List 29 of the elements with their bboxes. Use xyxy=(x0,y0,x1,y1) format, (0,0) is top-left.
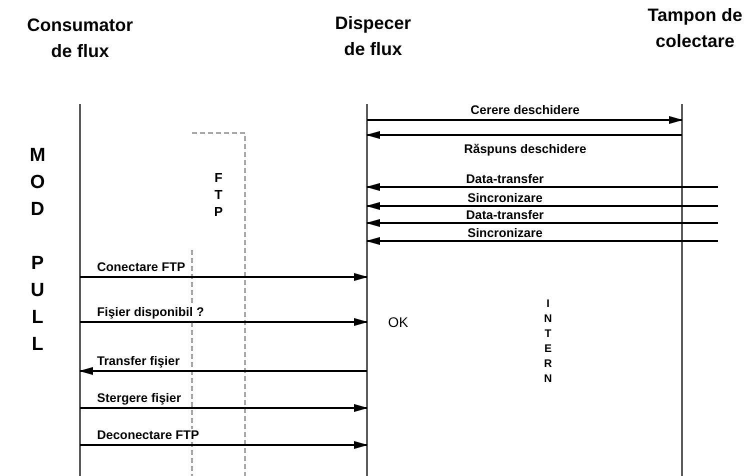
message-arrow xyxy=(80,318,368,326)
message-arrow xyxy=(80,273,368,281)
message-label: Deconectare FTP xyxy=(95,429,202,442)
message-arrow xyxy=(366,131,682,139)
message-label: Data-transfer xyxy=(464,173,546,186)
message-arrow xyxy=(80,404,368,412)
mode-label: MOD PULL xyxy=(26,145,48,361)
message-arrow xyxy=(79,367,367,375)
message-label: Cerere deschidere xyxy=(468,104,582,117)
participant-heading: Tampon de colectare xyxy=(646,4,744,53)
internal-label: INTERN xyxy=(542,298,554,388)
message-label: Sincronizare xyxy=(466,192,545,205)
message-label: Data-transfer xyxy=(464,209,546,222)
protocol-label: FTP xyxy=(211,170,226,221)
message-arrow xyxy=(366,183,718,191)
message-arrow xyxy=(366,219,718,227)
message-arrow xyxy=(367,116,683,124)
participant-heading: Dispecer de flux xyxy=(334,12,412,61)
message-label: Sincronizare xyxy=(466,227,545,240)
status-label: OK xyxy=(388,314,408,330)
participant-heading: Consumator de flux xyxy=(26,14,134,63)
message-label: Stergere fişier xyxy=(95,392,184,405)
message-label: Transfer fişier xyxy=(95,355,182,368)
message-arrow xyxy=(80,441,368,449)
message-label: Fişier disponibil ? xyxy=(95,306,206,319)
message-label: Conectare FTP xyxy=(95,261,188,274)
message-arrow xyxy=(366,237,718,245)
message-arrow xyxy=(366,202,718,210)
message-label: Răspuns deschidere xyxy=(462,143,588,156)
